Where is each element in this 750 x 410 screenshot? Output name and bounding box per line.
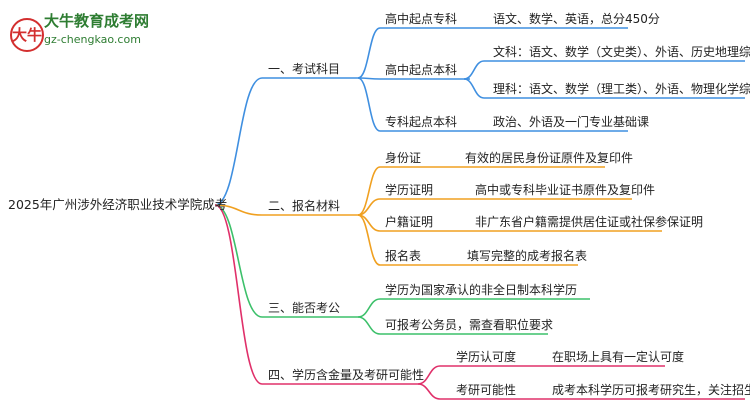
branch-1-child-2-detail-1-link	[463, 60, 485, 80]
branch-4-link	[214, 204, 263, 385]
logo-icon: 大牛	[10, 18, 44, 52]
branch-1-child-2-detail-2: 理科：语文、数学（理工类）、外语、物理化学综合	[493, 82, 750, 96]
branch-2-child-4: 报名表	[385, 249, 422, 263]
branch-2-link	[214, 204, 263, 216]
branch-4-child-2: 考研可能性	[456, 383, 517, 397]
branch-3-child-1-link	[357, 298, 381, 318]
branch-4-child-2-detail-1: 成考本科学历可报考研究生，关注招生简章	[552, 383, 750, 397]
branch-4-child-1: 学历认可度	[456, 350, 517, 364]
branch-2-label: 二、报名材料	[268, 199, 341, 213]
branch-2-child-2-detail-1: 高中或专科毕业证书原件及复印件	[475, 183, 656, 197]
branch-2-child-1-link	[357, 166, 381, 216]
branch-4-label: 四、学历含金量及考研可能性	[268, 368, 425, 382]
branch-1-child-1-link	[357, 27, 381, 79]
branch-1-child-2-detail-2-link	[463, 78, 485, 99]
branch-3-child-1: 学历为国家承认的非全日制本科学历	[385, 283, 578, 297]
branch-2-child-4-link	[357, 214, 381, 266]
branch-4-child-2-link	[417, 383, 441, 400]
branch-1-child-3-detail-1: 政治、外语及一门专业基础课	[493, 115, 650, 129]
root-node: 2025年广州涉外经济职业技术学院成考	[8, 197, 228, 212]
branch-2-child-1-detail-1: 有效的居民身份证原件及复印件	[465, 151, 634, 165]
branch-1-label: 一、考试科目	[268, 62, 341, 76]
branch-2-child-3-detail-1: 非广东省户籍需提供居住证或社保参保证明	[475, 215, 704, 229]
branch-1-child-1-detail-1: 语文、数学、英语，总分450分	[493, 12, 660, 26]
branch-1-child-3: 专科起点本科	[385, 115, 458, 129]
logo-url: gz-chengkao.com	[44, 33, 141, 46]
branch-1-child-2-detail-1: 文科：语文、数学（文史类）、外语、历史地理综合	[493, 45, 750, 59]
branch-1-child-2: 高中起点本科	[385, 63, 458, 77]
branch-2-child-1: 身份证	[385, 151, 422, 165]
branch-3-child-2: 可报考公务员，需查看职位要求	[385, 318, 554, 332]
branch-1-child-1: 高中起点专科	[385, 12, 458, 26]
branch-3-link	[214, 204, 263, 318]
branch-2-child-3: 户籍证明	[385, 215, 434, 229]
logo-title: 大牛教育成考网	[44, 12, 150, 30]
branch-2-child-2: 学历证明	[385, 183, 434, 197]
branch-2-child-4-detail-1: 填写完整的成考报名表	[467, 249, 588, 263]
branch-4-child-1-detail-1: 在职场上具有一定认可度	[552, 350, 685, 364]
branch-1-link	[214, 77, 263, 206]
branch-1-child-3-link	[357, 77, 381, 132]
branch-3-child-2-link	[357, 316, 381, 335]
branch-3-label: 三、能否考公	[268, 301, 341, 315]
